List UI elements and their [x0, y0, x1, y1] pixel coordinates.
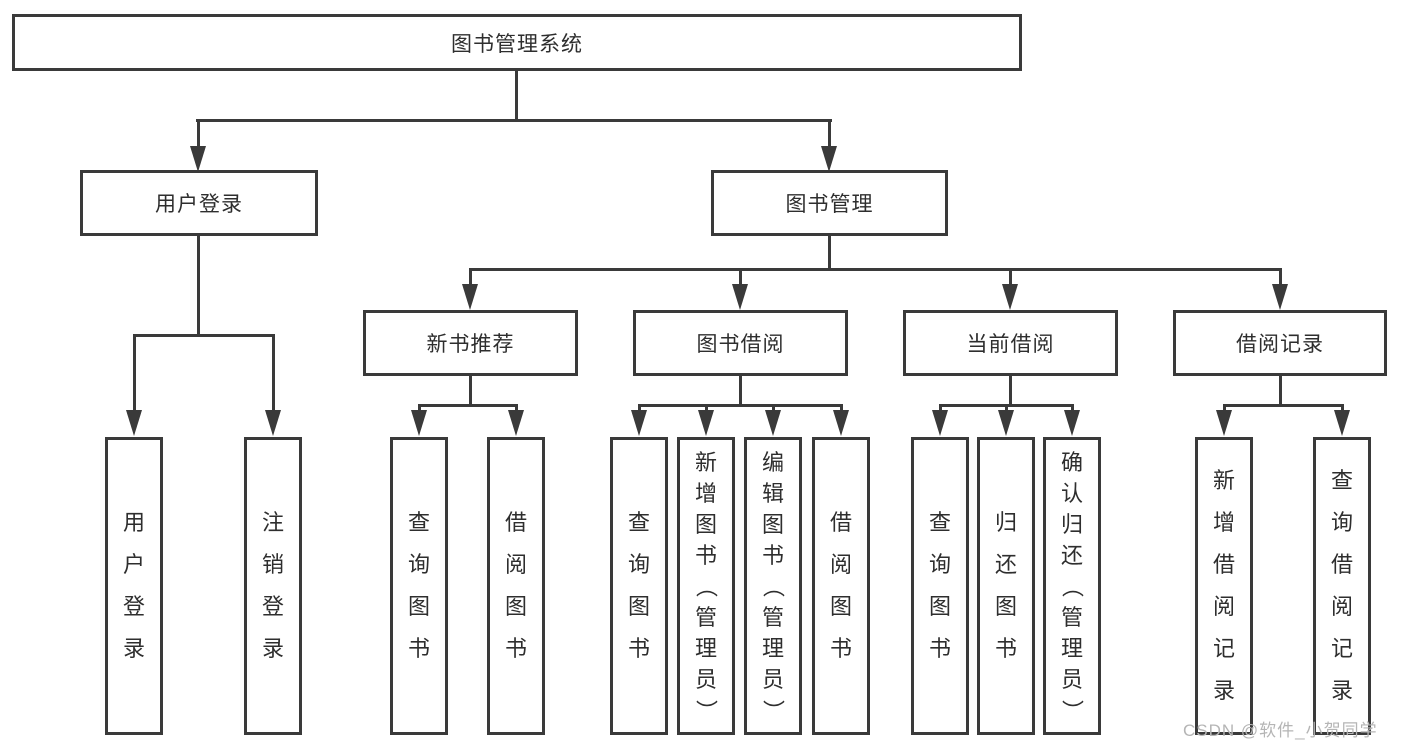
node-new-book-recommend: 新书推荐 — [363, 310, 578, 376]
connector-line — [133, 336, 136, 410]
leaf-borrowing-edit-books-admin: 编辑图书（管理员） — [744, 437, 802, 735]
leaf-user-login: 用户登录 — [105, 437, 163, 735]
connector-line — [705, 406, 708, 412]
leaf-logout: 注销登录 — [244, 437, 302, 735]
connector-line — [1009, 376, 1012, 406]
connector-line — [739, 376, 742, 406]
connector-line — [197, 121, 200, 147]
node-book-borrowing: 图书借阅 — [633, 310, 848, 376]
node-root-label: 图书管理系统 — [451, 32, 583, 56]
connector-line — [418, 406, 421, 412]
leaf-current-query-books: 查询图书 — [911, 437, 969, 735]
arrowhead-down-icon — [732, 284, 748, 310]
connector-line — [1279, 376, 1282, 406]
arrowhead-down-icon — [462, 284, 478, 310]
arrowhead-down-icon — [698, 410, 714, 436]
csdn-watermark: CSDN @软件_小贺同学 — [1183, 721, 1378, 740]
leaf-newbooks-query-books: 查询图书 — [390, 437, 448, 735]
node-user-login-label: 用户登录 — [155, 193, 243, 216]
node-book-management-label: 图书管理 — [785, 193, 874, 216]
arrowhead-down-icon — [821, 146, 837, 172]
arrowhead-down-icon — [1002, 284, 1018, 310]
arrowhead-down-icon — [1272, 284, 1288, 310]
node-book-management: 图书管理 — [711, 170, 948, 236]
node-book-borrowing-label: 图书借阅 — [696, 333, 785, 356]
connector-line — [638, 404, 843, 407]
connector-line — [1279, 270, 1282, 284]
connector-line — [840, 406, 843, 412]
node-current-borrowing: 当前借阅 — [903, 310, 1118, 376]
connector-line — [515, 71, 518, 121]
arrowhead-down-icon — [411, 410, 427, 436]
node-user-login: 用户登录 — [80, 170, 318, 236]
arrowhead-down-icon — [1334, 410, 1350, 436]
connector-line — [828, 236, 831, 270]
leaf-records-add-record: 新增借阅记录 — [1195, 437, 1253, 735]
arrowhead-down-icon — [190, 146, 206, 172]
arrowhead-down-icon — [631, 410, 647, 436]
arrowhead-down-icon — [508, 410, 524, 436]
arrowhead-down-icon — [998, 410, 1014, 436]
leaf-records-query-record: 查询借阅记录 — [1313, 437, 1371, 735]
connector-line — [1071, 406, 1074, 412]
connector-line — [939, 404, 1074, 407]
connector-line — [196, 119, 832, 122]
arrowhead-down-icon — [765, 410, 781, 436]
arrowhead-down-icon — [932, 410, 948, 436]
arrowhead-down-icon — [1064, 410, 1080, 436]
connector-line — [469, 270, 472, 284]
connector-line — [272, 336, 275, 410]
leaf-borrowing-query-books: 查询图书 — [610, 437, 668, 735]
connector-line — [1341, 406, 1344, 412]
leaf-newbooks-borrow-books: 借阅图书 — [487, 437, 545, 735]
connector-line — [1009, 270, 1012, 284]
connector-line — [1005, 406, 1008, 412]
node-root-library-system: 图书管理系统 — [12, 14, 1022, 71]
arrowhead-down-icon — [265, 410, 281, 436]
node-new-book-recommend-label: 新书推荐 — [426, 333, 515, 356]
node-borrow-records: 借阅记录 — [1173, 310, 1387, 376]
connector-line — [739, 270, 742, 284]
leaf-borrowing-borrow-books: 借阅图书 — [812, 437, 870, 735]
connector-line — [1223, 406, 1226, 412]
leaf-borrowing-add-books-admin: 新增图书（管理员） — [677, 437, 735, 735]
node-borrow-records-label: 借阅记录 — [1236, 333, 1324, 356]
leaf-current-confirm-return-admin: 确认归还（管理员） — [1043, 437, 1101, 735]
arrowhead-down-icon — [1216, 410, 1232, 436]
leaf-current-return-books: 归还图书 — [977, 437, 1035, 735]
connector-line — [515, 406, 518, 412]
connector-line — [469, 376, 472, 406]
node-current-borrowing-label: 当前借阅 — [966, 333, 1055, 356]
connector-line — [828, 121, 831, 147]
arrowhead-down-icon — [833, 410, 849, 436]
connector-line — [133, 334, 275, 337]
connector-line — [772, 406, 775, 412]
connector-line — [469, 268, 1282, 271]
connector-line — [1223, 404, 1344, 407]
connector-line — [418, 404, 518, 407]
connector-line — [638, 406, 641, 412]
arrowhead-down-icon — [126, 410, 142, 436]
connector-line — [939, 406, 942, 412]
connector-line — [197, 236, 200, 336]
